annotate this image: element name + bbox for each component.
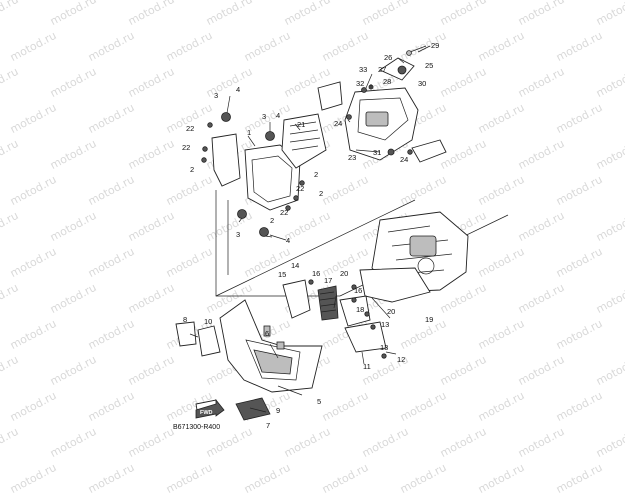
callout-number: 17 [324,276,332,285]
callout-number: 13 [380,343,388,352]
callout-number: 22 [182,143,190,152]
leader-lines [189,45,431,413]
fwd-label: FWD [200,410,213,416]
callout-number: 14 [291,261,299,270]
diagram-drawing: FWD 292625332732283024233124434321221222… [175,41,509,430]
callout-number: 7 [266,421,270,430]
callout-number: 11 [363,362,371,371]
callout-number: 16 [312,269,320,278]
callout-number: 9 [276,406,280,415]
callout-number: 27 [378,65,386,74]
callout-number: 15 [278,270,286,279]
frame-engine-outline [359,211,469,303]
callout-number: 32 [356,79,364,88]
callout-number: 29 [431,41,439,50]
callout-number: 24 [334,119,342,128]
callout-number: 2 [319,189,323,198]
callout-number: 3 [214,91,218,100]
callout-number: 33 [359,65,367,74]
callout-number: 20 [340,269,348,278]
callout-number: 3 [236,230,240,239]
callout-number: 4 [276,111,280,120]
callout-number: 30 [418,79,426,88]
callout-number: 28 [383,77,391,86]
callout-number: 23 [348,153,356,162]
callout-number: 1 [247,128,251,137]
callout-number: 8 [183,315,187,324]
callout-number: 26 [384,53,392,62]
callout-number: 6 [265,329,269,338]
callout-number: 2 [270,216,274,225]
side-cover-group [282,279,387,359]
callout-number: 22 [280,208,288,217]
callout-number: 5 [317,397,321,406]
callout-number: 16 [354,286,362,295]
callout-number: 2 [190,165,194,174]
front-cowling [175,299,323,421]
fwd-arrow: FWD [195,398,225,419]
instrument-stay-assembly [201,112,327,237]
callout-number: 22 [296,184,304,193]
callout-number: 18 [356,305,364,314]
callout-number: 25 [425,61,433,70]
callout-number: 24 [400,155,408,164]
callout-number: 4 [286,236,290,245]
headlight-housing [317,45,447,163]
callout-number: 12 [397,355,405,364]
callout-number: 31 [373,148,381,157]
callout-number: 10 [204,317,212,326]
callout-number: 21 [297,120,305,129]
callout-number: 13 [381,320,389,329]
callout-number: 4 [236,85,240,94]
callout-number: 3 [262,112,266,121]
reference-code: B671300-R400 [173,424,221,431]
callout-number: 2 [314,170,318,179]
callout-number: 22 [186,124,194,133]
callout-number: 19 [425,315,433,324]
callout-number: 20 [387,307,395,316]
